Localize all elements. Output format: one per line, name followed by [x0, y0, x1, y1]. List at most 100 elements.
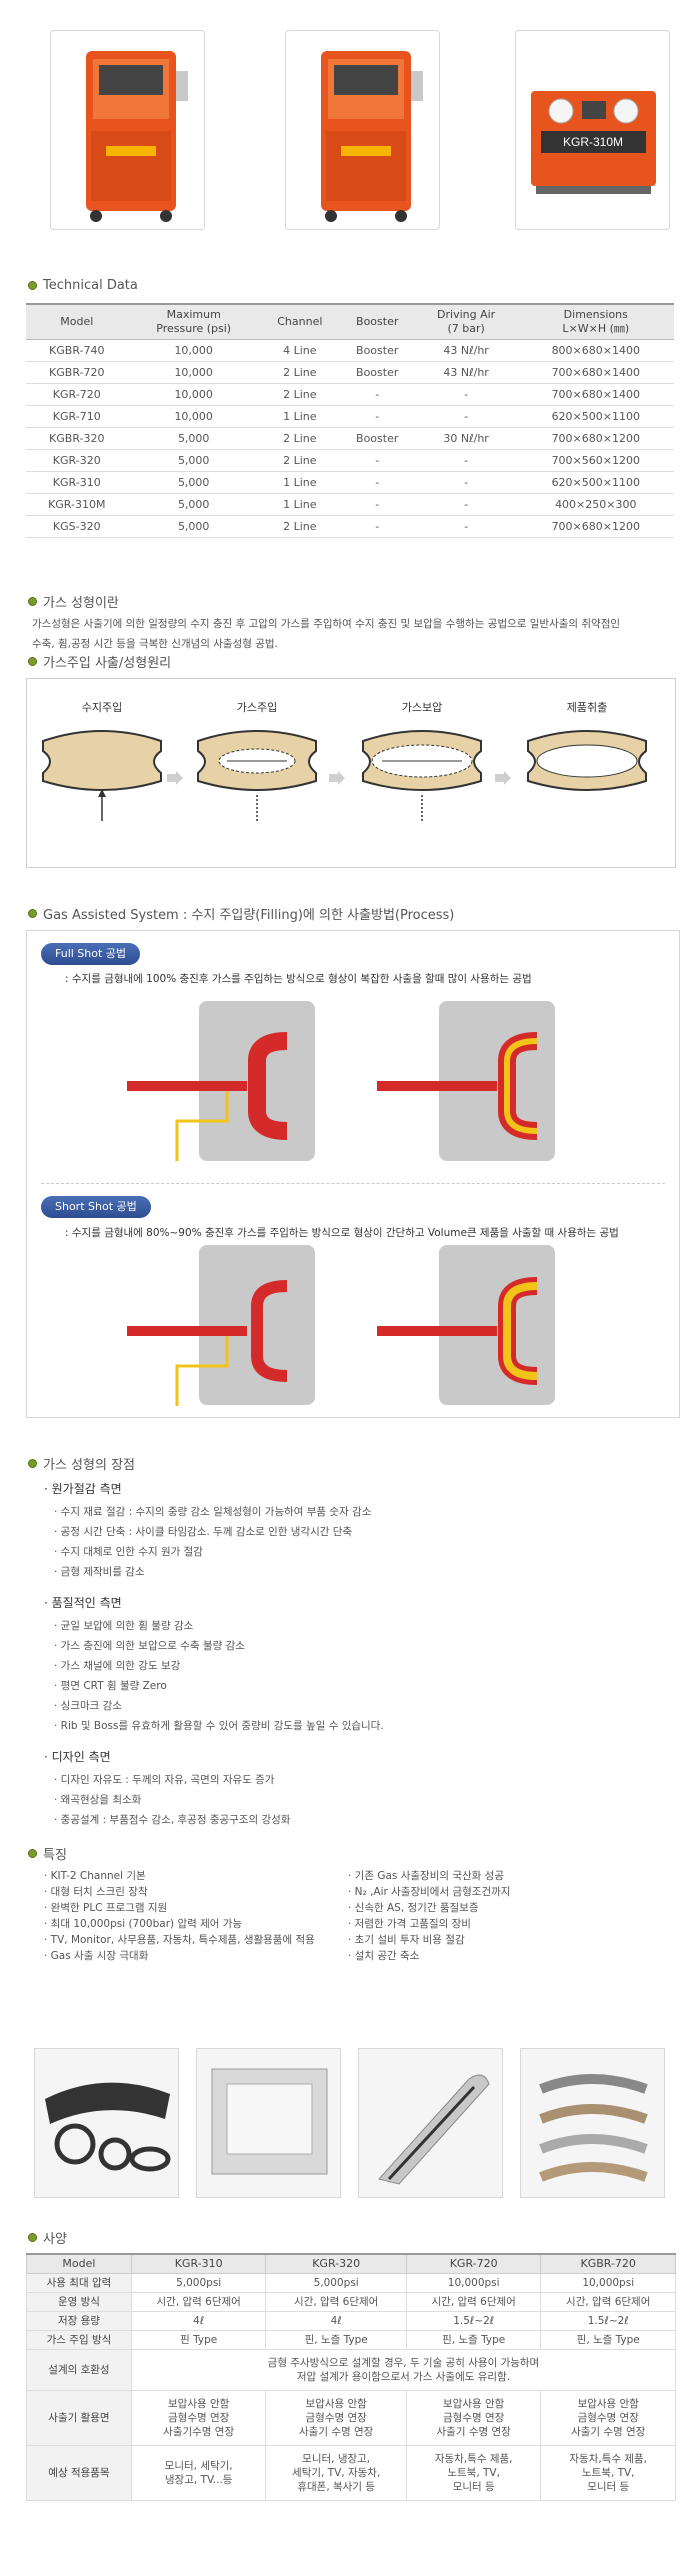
stage-product-ejection: 제품취출	[522, 699, 652, 839]
table-cell: 자동차,특수 제품,노트북, TV,모니터 등	[405, 2444, 542, 2501]
table-header: KGR-720	[405, 2253, 542, 2274]
table-cell: 5,000	[127, 493, 260, 516]
table-cell: 400×250×300	[517, 493, 674, 516]
table-cell: 10,000	[127, 383, 260, 406]
table-cell: Booster	[339, 339, 415, 362]
bullet-icon	[28, 1849, 37, 1858]
table-header: Driving Air(7 bar)	[414, 303, 518, 340]
table-cell: 5,000	[127, 515, 260, 538]
table-cell: 시간, 압력 6단제어	[130, 2291, 267, 2312]
table-cell: 700×680×1200	[517, 427, 674, 450]
stage-title: 제품취출	[566, 701, 608, 714]
feature-item: · Gas 사출 시장 극대화	[44, 1950, 149, 1962]
table-cell: 5,000	[127, 427, 260, 450]
bullet-icon	[28, 1459, 37, 1468]
stage-resin-injection: 수지주입	[37, 699, 167, 839]
table-cell: KGBR-720	[26, 361, 128, 384]
short-shot-diagram-2	[377, 1277, 538, 1385]
table-cell: 시간, 압력 6단제어	[265, 2291, 407, 2312]
short-shot-desc: : 수지를 금형내에 80%~90% 충진후 가스를 주입하는 방식으로 형상이…	[65, 1227, 619, 1239]
table-cell: 4ℓ	[130, 2310, 267, 2331]
table-cell: -	[339, 383, 415, 406]
section-header-features: 특징	[28, 1844, 67, 1863]
arrow-right-icon	[495, 771, 511, 785]
grips-graphic	[539, 2074, 648, 2182]
section-header-spec: 사양	[28, 2228, 67, 2247]
table-cell: 1 Line	[259, 493, 340, 516]
principle-box: 수지주입 가스주입 가스보압 제품취출	[26, 678, 676, 868]
bullet-icon	[28, 597, 37, 606]
table-header: Model	[26, 2253, 132, 2274]
feature-item: · 기존 Gas 사출장비의 국산화 성공	[348, 1870, 504, 1882]
stage-gas-holding: 가스보압	[357, 699, 487, 839]
table-cell: 620×500×1100	[517, 405, 674, 428]
section-title: Gas Assisted System : 수지 주입량(Filling)에 의…	[43, 908, 455, 923]
product-label: KGR-310M	[563, 135, 623, 149]
features-right: · 기존 Gas 사출장비의 국산화 성공 · N₂ ,Air 사출장비에서 금형…	[348, 1868, 510, 1964]
product-images: KGR-310M	[50, 30, 670, 235]
feature-item: · 대형 터치 스크린 장착	[44, 1886, 148, 1898]
product-image-3: KGR-310M	[515, 30, 670, 230]
grips-image	[520, 2048, 665, 2198]
section-header-principle: 가스주입 사출/성형원리	[28, 652, 171, 671]
advantage-item: · 수지 대체로 인한 수지 원가 절감	[54, 1546, 203, 1558]
table-cell: 700×680×1200	[517, 515, 674, 538]
table-cell: 5,000psi	[265, 2272, 407, 2293]
table-cell: 시간, 압력 6단제어	[405, 2291, 542, 2312]
table-cell: 2 Line	[259, 449, 340, 472]
section-title: 가스 성형의 장점	[43, 1458, 135, 1473]
table-cell: 1.5ℓ~2ℓ	[405, 2310, 542, 2331]
advantage-items: · 디자인 자유도 : 두께의 자유, 곡면의 자유도 증가· 왜곡현상을 최소…	[54, 1770, 290, 1830]
mold-diagram	[527, 730, 647, 791]
section-header-process: Gas Assisted System : 수지 주입량(Filling)에 의…	[28, 904, 454, 923]
gas-forming-desc: 가스성형은 사출기에 의한 일정량의 수지 충진 후 고압의 가스를 주입하여 …	[32, 614, 672, 654]
table-header: Model	[26, 303, 128, 340]
feature-item: · 초기 설비 투자 비용 절감	[348, 1934, 465, 1946]
feature-item: · N₂ ,Air 사출장비에서 금형조건까지	[348, 1886, 511, 1898]
advantage-item: · Rib 및 Boss를 유효하게 활용할 수 있어 중량비 강도를 높일 수…	[54, 1720, 384, 1732]
table-cell: 핀 Type	[130, 2329, 267, 2350]
advantage-items: · 균일 보압에 의한 휨 불량 감소· 가스 충진에 의한 보압으로 수축 불…	[54, 1616, 384, 1736]
advantage-item: · 수지 재료 절감 : 수지의 중량 감소 일체성형이 가능하여 부품 숫자 …	[54, 1506, 372, 1518]
gas-forming-line-1: 가스성형은 사출기에 의한 일정량의 수지 충진 후 고압의 가스를 주입하여 …	[32, 618, 621, 630]
row-label: 저장 용량	[26, 2310, 132, 2331]
table-cell: 800×680×1400	[517, 339, 674, 362]
table-header: Booster	[339, 303, 415, 340]
machine-image: KGR-310M	[531, 91, 656, 194]
table-cell: -	[339, 493, 415, 516]
process-box: Full Shot 공법 : 수지를 금형내에 100% 충진후 가스를 주입하…	[26, 930, 680, 1418]
section-header-gas: 가스 성형이란	[28, 592, 119, 611]
feature-item: · TV, Monitor, 사무용품, 자동차, 특수제품, 생활용품에 적용	[44, 1934, 315, 1946]
section-title: Technical Data	[43, 278, 138, 293]
table-cell: 10,000psi	[405, 2272, 542, 2293]
feature-item: · 신속한 AS, 정기간 품질보증	[348, 1902, 479, 1914]
table-cell: 4ℓ	[265, 2310, 407, 2331]
mold-diagram	[197, 730, 317, 821]
short-shot-diagram-1	[127, 1280, 288, 1406]
table-cell: KGBR-740	[26, 339, 128, 362]
feature-item: · 저렴한 가격 고품질의 장비	[348, 1918, 471, 1930]
table-cell: 5,000	[127, 449, 260, 472]
table-cell: KGR-710	[26, 405, 128, 428]
row-label: 사출기 활용면	[26, 2389, 132, 2446]
bullet-icon	[28, 909, 37, 918]
advantage-group-title: · 디자인 측면	[44, 1750, 111, 1764]
full-shot-label: Full Shot 공법	[41, 943, 141, 965]
full-shot-diagram-2	[377, 1032, 538, 1140]
divider	[41, 1183, 665, 1184]
